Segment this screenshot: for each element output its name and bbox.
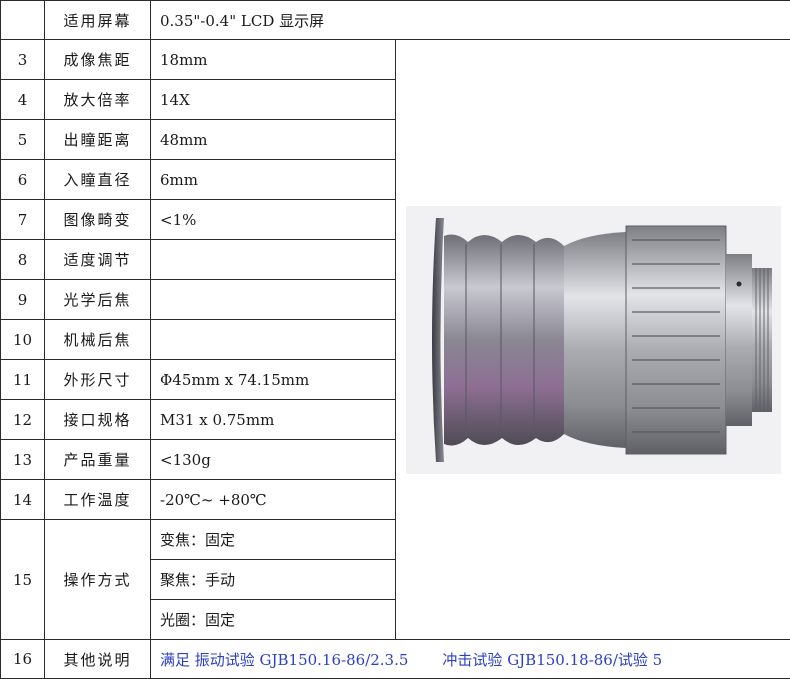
row-number: 7 (1, 200, 45, 240)
param-name: 工作温度 (45, 480, 151, 520)
row-number: 9 (1, 280, 45, 320)
param-name: 图像畸变 (45, 200, 151, 240)
row-number: 4 (1, 80, 45, 120)
table-row: 16 其他说明 满足 振动试验 GJB150.16-86/2.3.5 冲击试验 G… (1, 640, 790, 679)
param-value: -20℃~ +80℃ (151, 480, 396, 520)
shock-test-note: 冲击试验 GJB150.18-86/试验 5 (442, 651, 662, 669)
param-name: 操作方式 (45, 520, 151, 640)
row-number: 8 (1, 240, 45, 280)
param-value: 48mm (151, 120, 396, 160)
param-name: 光学后焦 (45, 280, 151, 320)
row-number: 5 (1, 120, 45, 160)
param-value: 6mm (151, 160, 396, 200)
param-name: 其他说明 (45, 640, 151, 679)
param-name: 放大倍率 (45, 80, 151, 120)
table-row: 3 成像焦距 18mm (1, 40, 790, 80)
row-number: 6 (1, 160, 45, 200)
param-name: 机械后焦 (45, 320, 151, 360)
param-value (151, 320, 396, 360)
param-value (151, 240, 396, 280)
param-value: <130g (151, 440, 396, 480)
row-number: 15 (1, 520, 45, 640)
param-value (151, 280, 396, 320)
row-number: 16 (1, 640, 45, 679)
param-value: Φ45mm x 74.15mm (151, 360, 396, 400)
param-name: 接口规格 (45, 400, 151, 440)
test-standard-note: 满足 振动试验 GJB150.16-86/2.3.5 冲击试验 GJB150.18… (151, 640, 790, 679)
row-number: 12 (1, 400, 45, 440)
eyepiece-lens-render-icon (406, 206, 781, 474)
row-number: 13 (1, 440, 45, 480)
operation-item: 光圈：固定 (151, 600, 396, 640)
param-name: 入瞳直径 (45, 160, 151, 200)
param-value: <1% (151, 200, 396, 240)
row-number: 3 (1, 40, 45, 80)
product-image-cell (396, 40, 790, 640)
param-value: M31 x 0.75mm (151, 400, 396, 440)
param-name: 外形尺寸 (45, 360, 151, 400)
row-number: 14 (1, 480, 45, 520)
param-value: 14X (151, 80, 396, 120)
param-name: 出瞳距离 (45, 120, 151, 160)
param-name: 适用屏幕 (45, 1, 151, 40)
table-row: 适用屏幕 0.35"-0.4" LCD 显示屏 (1, 1, 790, 40)
param-value: 18mm (151, 40, 396, 80)
row-number: 11 (1, 360, 45, 400)
row-number: 10 (1, 320, 45, 360)
operation-item: 聚焦：手动 (151, 560, 396, 600)
vibration-test-note: 满足 振动试验 GJB150.16-86/2.3.5 (160, 651, 408, 669)
param-name: 适度调节 (45, 240, 151, 280)
row-number (1, 1, 45, 40)
param-name: 产品重量 (45, 440, 151, 480)
operation-item: 变焦：固定 (151, 520, 396, 560)
param-name: 成像焦距 (45, 40, 151, 80)
param-value: 0.35"-0.4" LCD 显示屏 (151, 1, 790, 40)
